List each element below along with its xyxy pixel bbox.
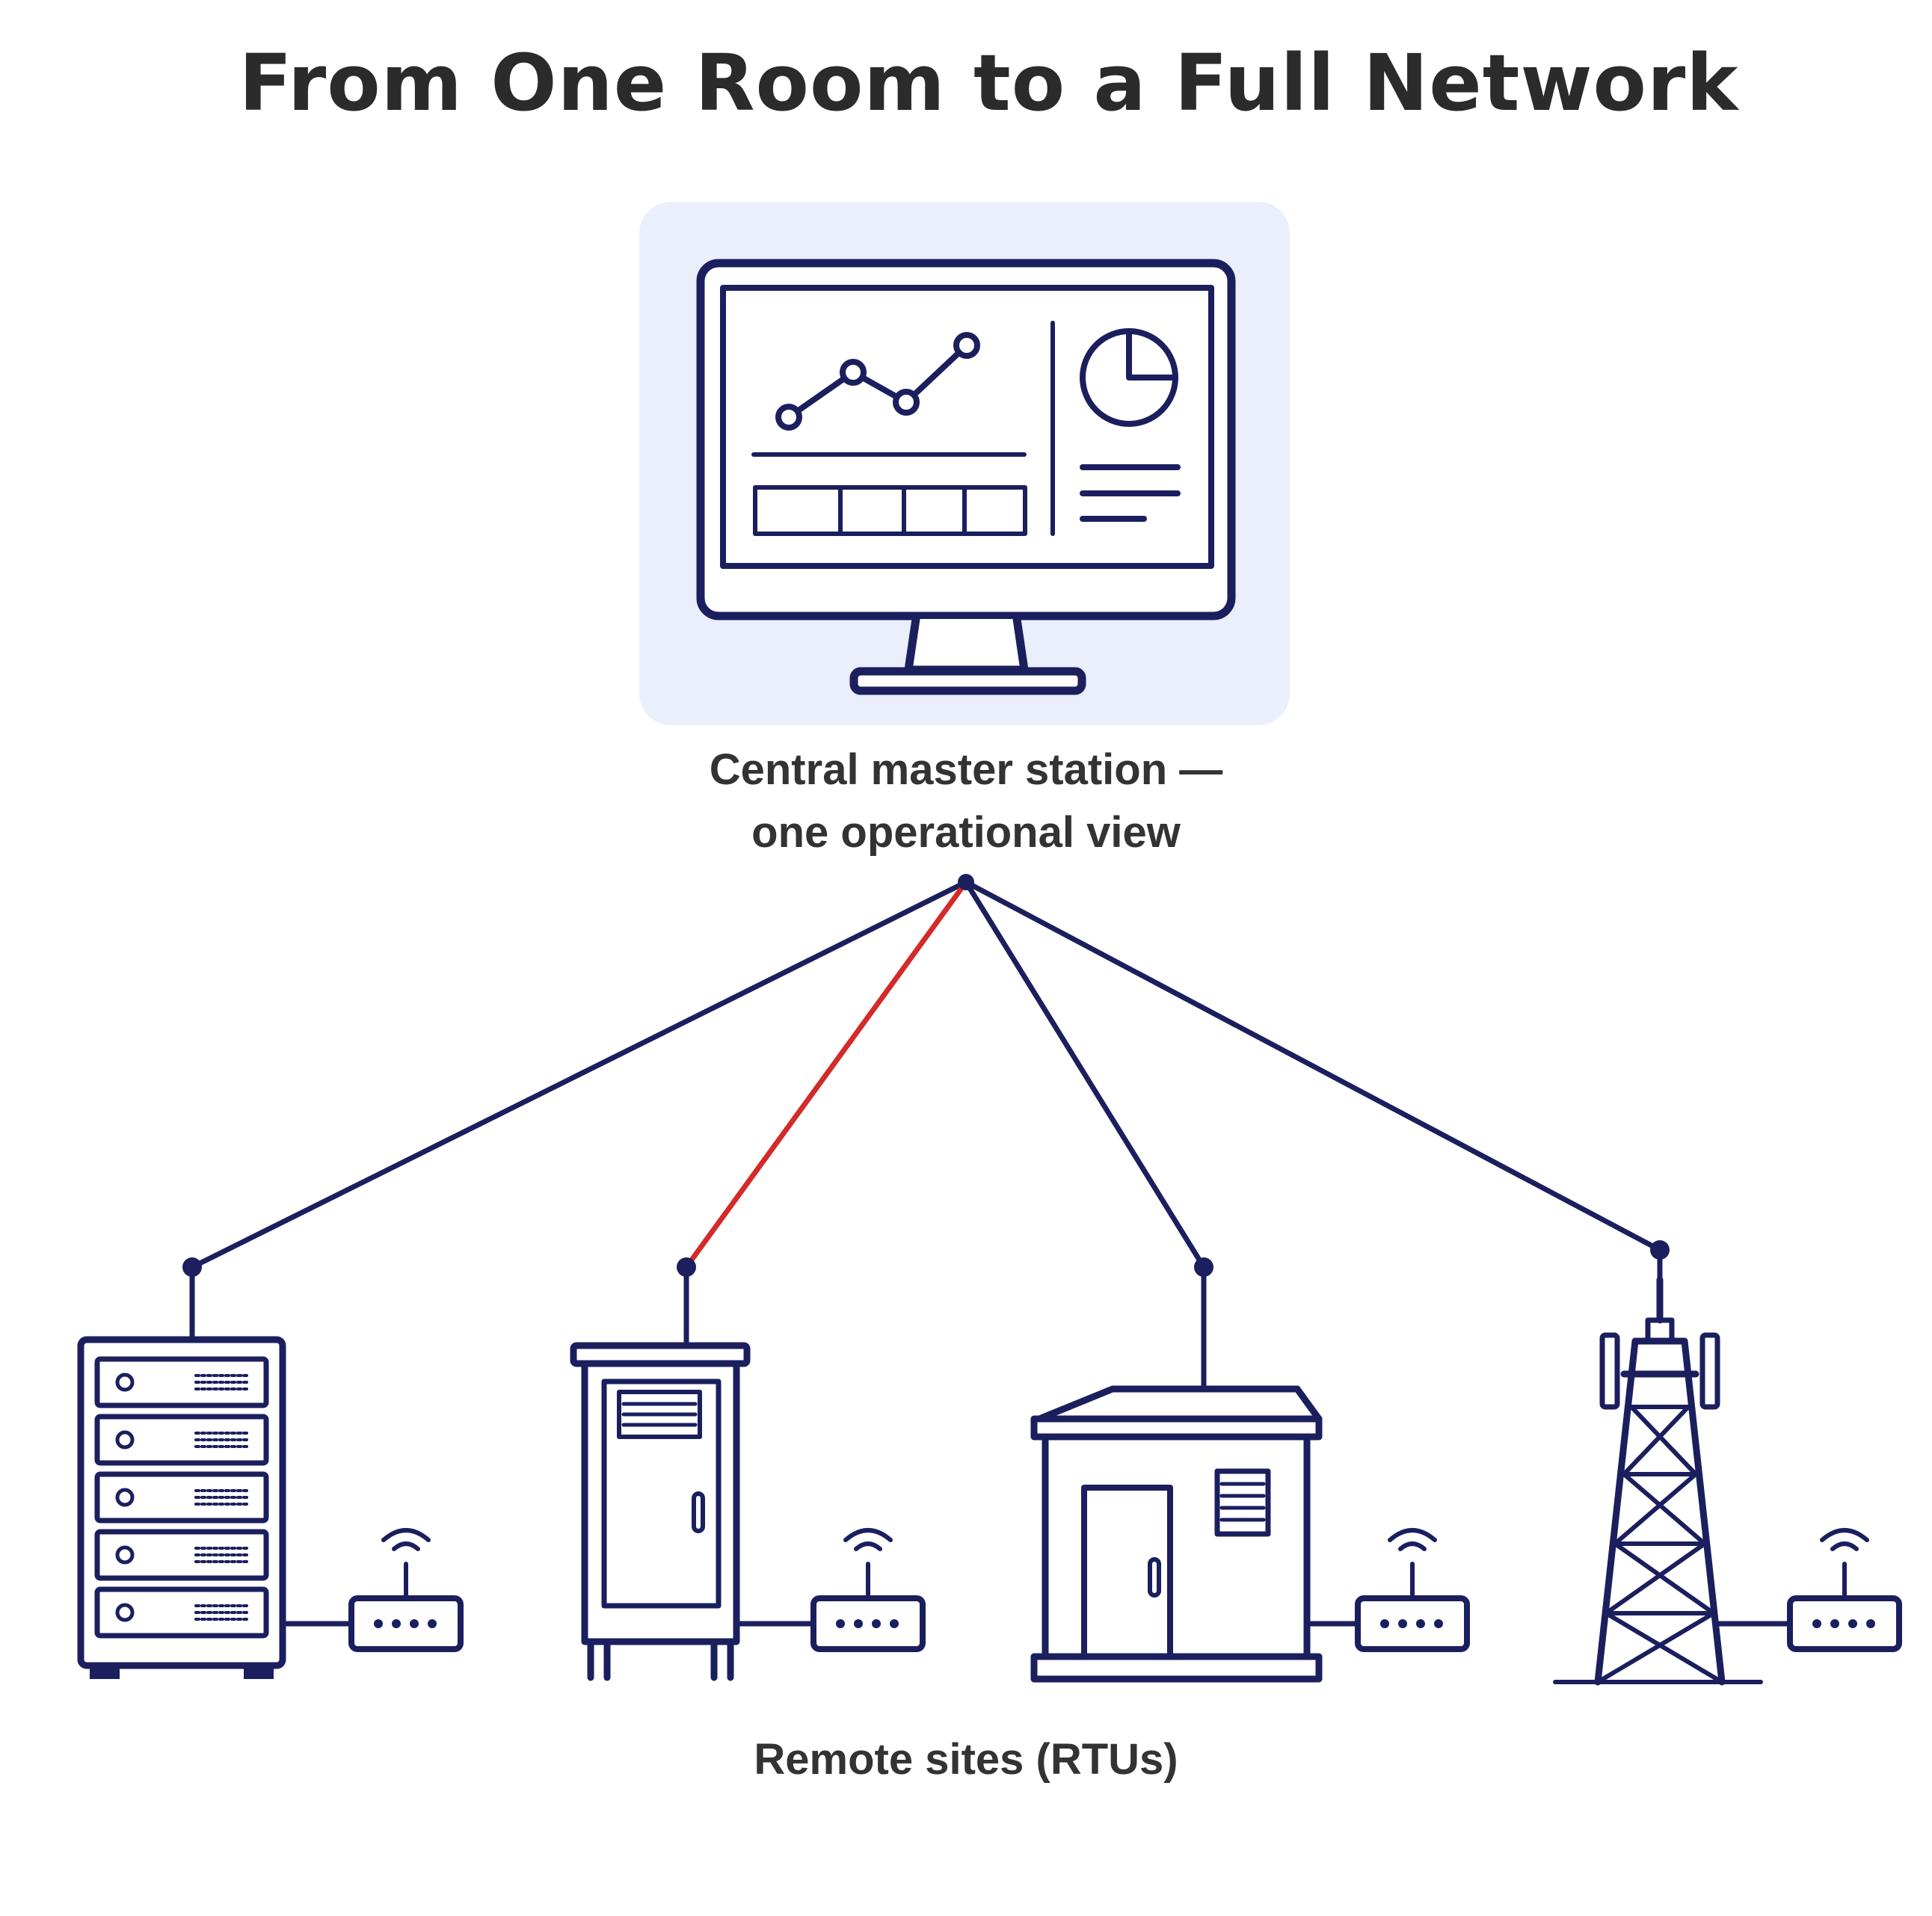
- master-caption-line-1: Central master station —: [709, 745, 1223, 794]
- wifi-icon: [843, 1528, 893, 1551]
- hub-node: [958, 874, 974, 890]
- node-cell-tower: [1650, 1240, 1670, 1260]
- pie-chart-icon: [1080, 328, 1178, 427]
- link-equipment-cabinet: [683, 879, 969, 1270]
- rtu-modem-icon: [1304, 1528, 1470, 1652]
- node-substation-building: [1194, 1257, 1213, 1277]
- rtu-modem-icon: [733, 1528, 926, 1652]
- diagram-title: From One Room to a Full Network: [239, 37, 1739, 129]
- text-lines-icon: [1080, 464, 1181, 522]
- link-server-rack: [189, 879, 969, 1270]
- link-nodes: [182, 874, 1670, 1277]
- table-grid-icon: [753, 485, 1027, 536]
- node-server-rack: [182, 1257, 202, 1277]
- equipment-cabinet-icon: [570, 1342, 751, 1681]
- server-rack-icon: [77, 1336, 286, 1679]
- substation-building-icon: [1030, 1385, 1323, 1683]
- master-station-caption: Central master station — one operational…: [592, 739, 1340, 864]
- network-links: [189, 879, 1663, 1392]
- node-equipment-cabinet: [677, 1257, 696, 1277]
- link-cell-tower: [963, 879, 1663, 1253]
- remote-sites-caption: Remote sites (RTUs): [754, 1735, 1178, 1784]
- wifi-icon: [381, 1528, 431, 1551]
- rtu-modem-icon: [1717, 1528, 1902, 1652]
- link-substation-building: [963, 879, 1207, 1270]
- rtu-modem-icon: [280, 1528, 464, 1652]
- cell-tower-icon: [1553, 1276, 1763, 1686]
- wifi-icon: [1820, 1528, 1869, 1551]
- monitor-icon: [696, 259, 1236, 695]
- master-caption-line-2: one operational view: [751, 808, 1181, 857]
- wifi-icon: [1388, 1528, 1437, 1551]
- line-chart-icon: [775, 332, 980, 431]
